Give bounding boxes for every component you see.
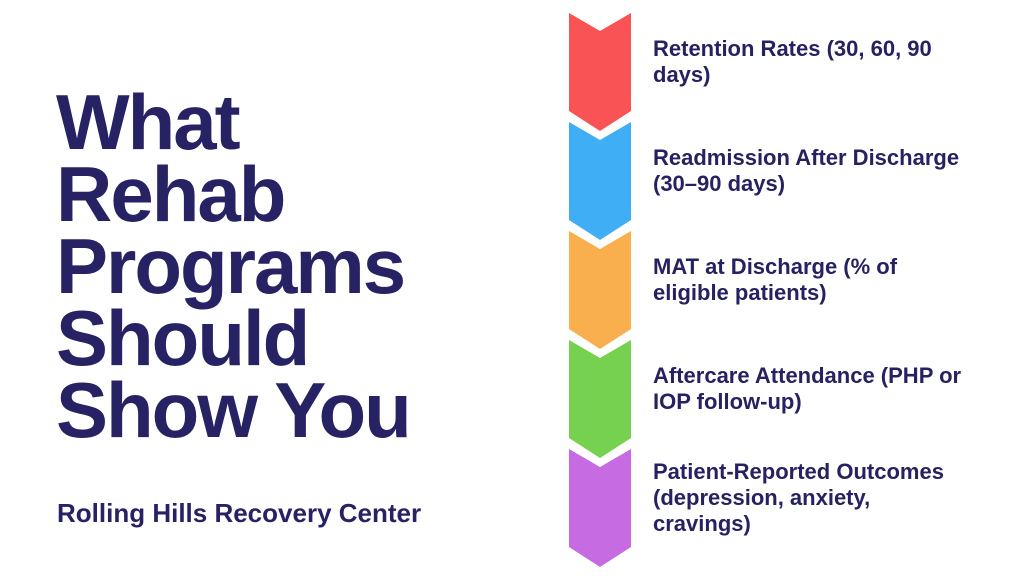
list-item-mat-discharge: MAT at Discharge (% of eligible patients…	[653, 231, 1013, 340]
label-line: eligible patients)	[653, 280, 827, 305]
label-line: (30–90 days)	[653, 171, 786, 196]
list-item-retention-rates: Retention Rates (30, 60, 90 days)	[653, 13, 1013, 122]
chevron-red-icon	[569, 13, 631, 131]
label-line: Readmission After Discharge	[653, 145, 960, 170]
list-item-label: Retention Rates (30, 60, 90 days)	[653, 13, 1013, 111]
page-title: What Rehab Programs Should Show You	[56, 78, 412, 454]
title-line-5: Show You	[56, 366, 412, 454]
label-line: Retention Rates (30, 60, 90	[653, 36, 932, 61]
chevron-orange-icon	[569, 231, 631, 349]
labels-column: Retention Rates (30, 60, 90 days) Readmi…	[653, 13, 1013, 558]
label-line: IOP follow-up)	[653, 389, 802, 414]
list-item-label: Readmission After Discharge (30–90 days)	[653, 122, 1013, 220]
list-item-readmission: Readmission After Discharge (30–90 days)	[653, 122, 1013, 231]
list-item-label: MAT at Discharge (% of eligible patients…	[653, 231, 1013, 329]
chevron-column	[569, 13, 631, 567]
label-line: cravings)	[653, 511, 751, 536]
title-line-3: Programs	[56, 222, 406, 310]
list-item-label: Patient-Reported Outcomes (depression, a…	[653, 449, 1013, 547]
label-line: days)	[653, 62, 711, 87]
label-line: Patient-Reported Outcomes	[653, 459, 944, 484]
label-line: (depression, anxiety,	[653, 485, 871, 510]
brand-subtitle: Rolling Hills Recovery Center	[57, 498, 422, 528]
list-item-patient-outcomes: Patient-Reported Outcomes (depression, a…	[653, 449, 1013, 558]
chevron-purple-icon	[569, 449, 631, 567]
label-line: MAT at Discharge (% of	[653, 254, 898, 279]
label-line: Aftercare Attendance (PHP or	[653, 363, 962, 388]
title-line-1: What	[56, 78, 241, 166]
chevron-green-icon	[569, 340, 631, 458]
list-item-label: Aftercare Attendance (PHP or IOP follow-…	[653, 340, 1013, 438]
title-line-4: Should	[56, 294, 310, 382]
title-line-2: Rehab	[56, 150, 286, 238]
list-item-aftercare: Aftercare Attendance (PHP or IOP follow-…	[653, 340, 1013, 449]
chevron-blue-icon	[569, 122, 631, 240]
